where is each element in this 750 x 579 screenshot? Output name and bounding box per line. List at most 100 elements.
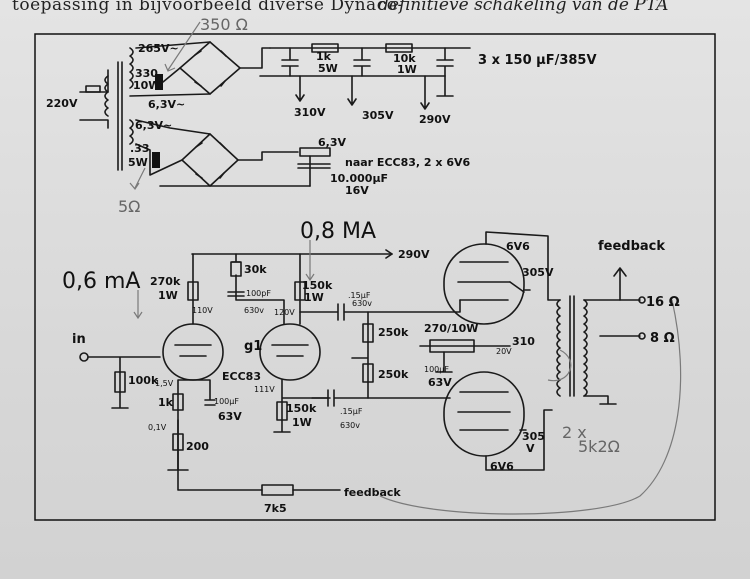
label-bias-res: .33 bbox=[130, 142, 150, 155]
tube-ecc83-2 bbox=[259, 323, 321, 381]
label-sec-fil: 6,3V~ bbox=[148, 98, 185, 111]
power-supply-section: 220V 265V~ 330 10W 6,3V~ 6,3V~ 350 Ω 1k … bbox=[46, 15, 597, 216]
feedback-arrow-up bbox=[613, 267, 627, 301]
resistor-10k bbox=[385, 43, 413, 53]
label-100uf-b: 100µF bbox=[424, 365, 449, 374]
bias-cap bbox=[299, 147, 331, 157]
label-270-10w: 270/10W bbox=[424, 322, 478, 335]
label-100pf-v: 630v bbox=[244, 306, 264, 315]
label-res1-w: 5W bbox=[318, 62, 338, 75]
label-06ma: 0,6 mA bbox=[62, 269, 140, 294]
label-150k-top-w: 1W bbox=[304, 291, 324, 304]
label-270k-w: 1W bbox=[158, 289, 178, 302]
label-111v: 111V bbox=[254, 385, 275, 394]
label-bias-cap-v: 16V bbox=[345, 184, 369, 197]
label-305v-top: 305V bbox=[522, 266, 554, 279]
label-120v: 120V bbox=[274, 308, 295, 317]
label-015-bot-v: 630v bbox=[340, 421, 360, 430]
label-bias-cap: 10.000µF bbox=[330, 172, 388, 185]
resistor-1k bbox=[172, 393, 184, 411]
filter-cap-1 bbox=[281, 47, 299, 77]
hv-secondary bbox=[129, 47, 134, 89]
output-16-terminal[interactable] bbox=[638, 296, 646, 304]
pencil-arrow-bottom bbox=[129, 167, 146, 191]
pencil-feedback-loop bbox=[379, 299, 682, 515]
transformer-core bbox=[117, 61, 123, 171]
bridge1-wiring bbox=[129, 41, 271, 97]
label-feedback-bottom: feedback bbox=[344, 486, 401, 499]
input-wiring bbox=[87, 356, 161, 409]
bias-secondary bbox=[129, 119, 134, 145]
label-7k5: 7k5 bbox=[264, 502, 287, 515]
label-bias-note: naar ECC83, 2 x 6V6 bbox=[345, 156, 470, 169]
primary-winding bbox=[104, 75, 109, 117]
label-01v: 0,1V bbox=[148, 423, 167, 432]
label-pencil-2x: 2 x bbox=[562, 423, 587, 442]
label-250k-b: 250k bbox=[378, 368, 409, 381]
label-150k-bot: 150k bbox=[286, 402, 317, 415]
label-pencil-5k: 5k2Ω bbox=[578, 437, 620, 456]
label-015-bot: .15µF bbox=[340, 407, 363, 416]
label-305-bot: 305 bbox=[522, 430, 545, 443]
pencil-arrow-08 bbox=[305, 240, 315, 282]
label-b-plus: 290V bbox=[398, 248, 430, 261]
label-sec-tap: 330 bbox=[135, 67, 158, 80]
ot-secondary bbox=[583, 299, 588, 397]
coupling-cap-top bbox=[299, 299, 461, 321]
resistor-250k-a bbox=[362, 323, 374, 343]
resistor-270k bbox=[187, 281, 199, 301]
label-feedback-top: feedback bbox=[598, 239, 665, 254]
label-015-top: .15µF bbox=[348, 291, 371, 300]
label-16-ohm: 16 Ω bbox=[646, 295, 680, 310]
cap-100pF bbox=[227, 291, 245, 297]
pencil-arrow-top bbox=[164, 21, 201, 72]
tube-6v6-top bbox=[443, 243, 525, 325]
tube-6v6-bottom bbox=[443, 371, 525, 457]
ot-core bbox=[569, 295, 575, 397]
label-6v6-top: 6V6 bbox=[506, 240, 530, 253]
label-305-bot-unit: V bbox=[526, 442, 535, 455]
resistor-7k5 bbox=[261, 484, 294, 496]
label-g1: g1 bbox=[244, 339, 262, 354]
label-100uf-v: 63V bbox=[218, 410, 242, 423]
label-ecc83: ECC83 bbox=[222, 370, 261, 383]
mains-leads bbox=[79, 69, 109, 129]
schematic-frame bbox=[34, 33, 716, 521]
label-200: 200 bbox=[186, 440, 209, 453]
resistor-250k-b bbox=[362, 363, 374, 383]
coupling-cap-bot bbox=[311, 389, 451, 407]
label-1k: 1k bbox=[158, 396, 174, 409]
resistor-100k bbox=[114, 371, 126, 393]
resistor-1k bbox=[311, 43, 339, 53]
label-6v6-bottom: 6V6 bbox=[490, 460, 514, 473]
label-150k-top: 150k bbox=[302, 279, 333, 292]
bridge2-wiring bbox=[135, 119, 311, 187]
label-sec-hv: 265V~ bbox=[138, 42, 179, 55]
label-15v: 1,5V bbox=[155, 379, 174, 388]
label-015-top-v: 630v bbox=[352, 299, 372, 308]
label-100uf-b-v: 63V bbox=[428, 376, 452, 389]
input-jack[interactable] bbox=[79, 352, 89, 362]
label-pencil-bottom: 5Ω bbox=[118, 197, 140, 216]
output-8-terminal[interactable] bbox=[638, 332, 646, 340]
ot-primary bbox=[556, 299, 561, 397]
resistor-30k bbox=[230, 261, 242, 277]
header-text-left: toepassing in bijvoorbeeld diverse Dynac… bbox=[12, 0, 404, 15]
label-res2: 10k bbox=[393, 52, 416, 65]
psu-outputs bbox=[295, 75, 430, 110]
label-250k-a: 250k bbox=[378, 326, 409, 339]
pencil-arrow-06 bbox=[133, 290, 143, 320]
label-tap-res: 10W bbox=[133, 79, 160, 92]
label-mains: 220V bbox=[46, 97, 78, 110]
label-150k-bot-w: 1W bbox=[292, 416, 312, 429]
resistor-150k-bot bbox=[276, 401, 288, 421]
tube-ecc83-1 bbox=[162, 323, 224, 381]
label-310: 310 bbox=[512, 335, 535, 348]
label-100uf: 100µF bbox=[214, 397, 239, 406]
label-v1: 310V bbox=[294, 106, 326, 119]
filter-cap-2 bbox=[353, 47, 371, 77]
amplifier-section: 0,8 MA 290V 0,6 mA 270k 1W 30k 100pF 630… bbox=[62, 219, 682, 515]
bridge-rectifier-2 bbox=[181, 133, 239, 187]
